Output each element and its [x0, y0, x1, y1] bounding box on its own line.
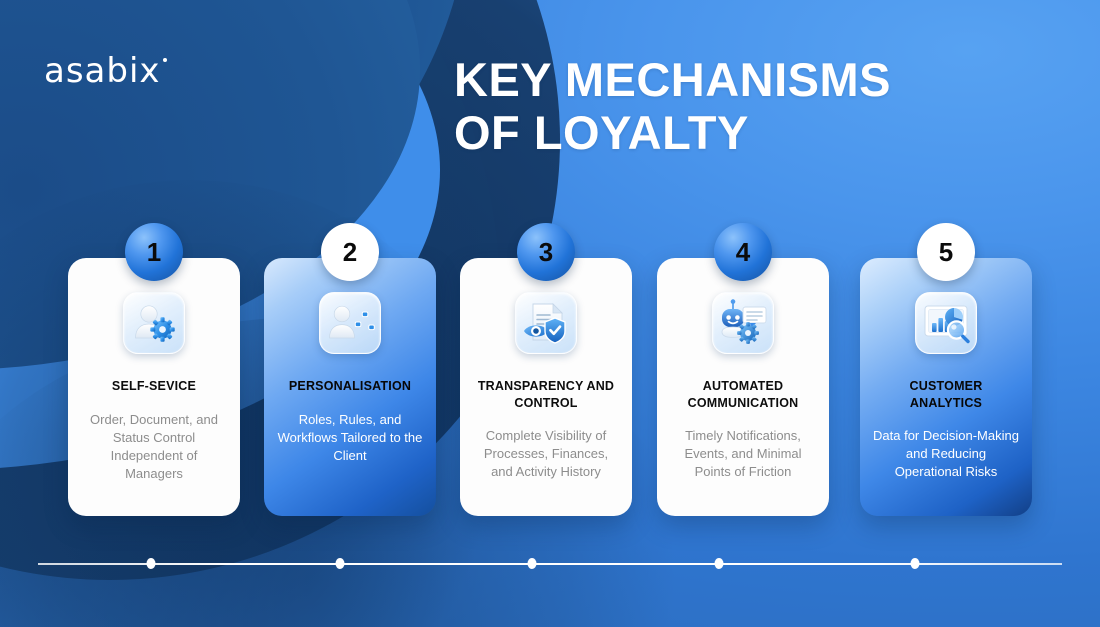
card-badge-3: 3 [517, 223, 575, 281]
card-body-3: Complete Visibility of Processes, Financ… [483, 428, 609, 480]
card-badge-2: 2 [321, 223, 379, 281]
page-title-line-2: OF LOYALTY [454, 106, 749, 160]
brand-logo-dot-icon [162, 58, 167, 62]
card-personalisation[interactable]: 2 [264, 223, 436, 516]
card-customer-analytics[interactable]: 5 [860, 223, 1032, 516]
analytics-chart-magnifier-icon [915, 292, 977, 354]
brand-logo: asabix [44, 54, 167, 88]
timeline-dot-5[interactable] [910, 558, 920, 569]
card-body-1: Order, Document, and Status Control Inde… [90, 411, 218, 482]
document-eye-shield-icon [515, 292, 577, 354]
timeline-dot-4[interactable] [714, 558, 724, 569]
card-transparency-and-control[interactable]: 3 [460, 223, 632, 516]
card-badge-4: 4 [714, 223, 772, 281]
timeline-dot-3[interactable] [527, 558, 537, 569]
brand-logo-text: asabix [44, 51, 161, 91]
card-body-2: Roles, Rules, and Workflows Tailored to … [277, 411, 423, 463]
page-title: KEY MECHANISMS OF LOYALTY [454, 53, 891, 159]
card-title-4: AUTOMATED COMMUNICATION [687, 379, 799, 410]
timeline-line [38, 563, 1062, 565]
card-title-5: CUSTOMER ANALYTICS [909, 379, 983, 410]
user-sliders-icon [319, 292, 381, 354]
card-automated-communication[interactable]: 4 [657, 223, 829, 516]
card-title-1: SELF-SEVICE [111, 379, 197, 393]
card-title-2: PERSONALISATION [288, 379, 412, 393]
timeline-dot-1[interactable] [146, 558, 156, 569]
card-body-4: Timely Notifications, Events, and Minima… [684, 428, 802, 480]
robot-chat-gear-icon [712, 292, 774, 354]
user-gear-icon [123, 292, 185, 354]
card-badge-5: 5 [917, 223, 975, 281]
timeline [38, 558, 1062, 569]
timeline-dot-2[interactable] [335, 558, 345, 569]
card-badge-1: 1 [125, 223, 183, 281]
card-title-3: TRANSPARENCY AND CONTROL [477, 379, 615, 410]
card-body-5: Data for Decision-Making and Reducing Op… [873, 428, 1019, 480]
page-title-line-1: KEY MECHANISMS [454, 53, 892, 106]
card-self-service[interactable]: 1 [68, 223, 240, 516]
